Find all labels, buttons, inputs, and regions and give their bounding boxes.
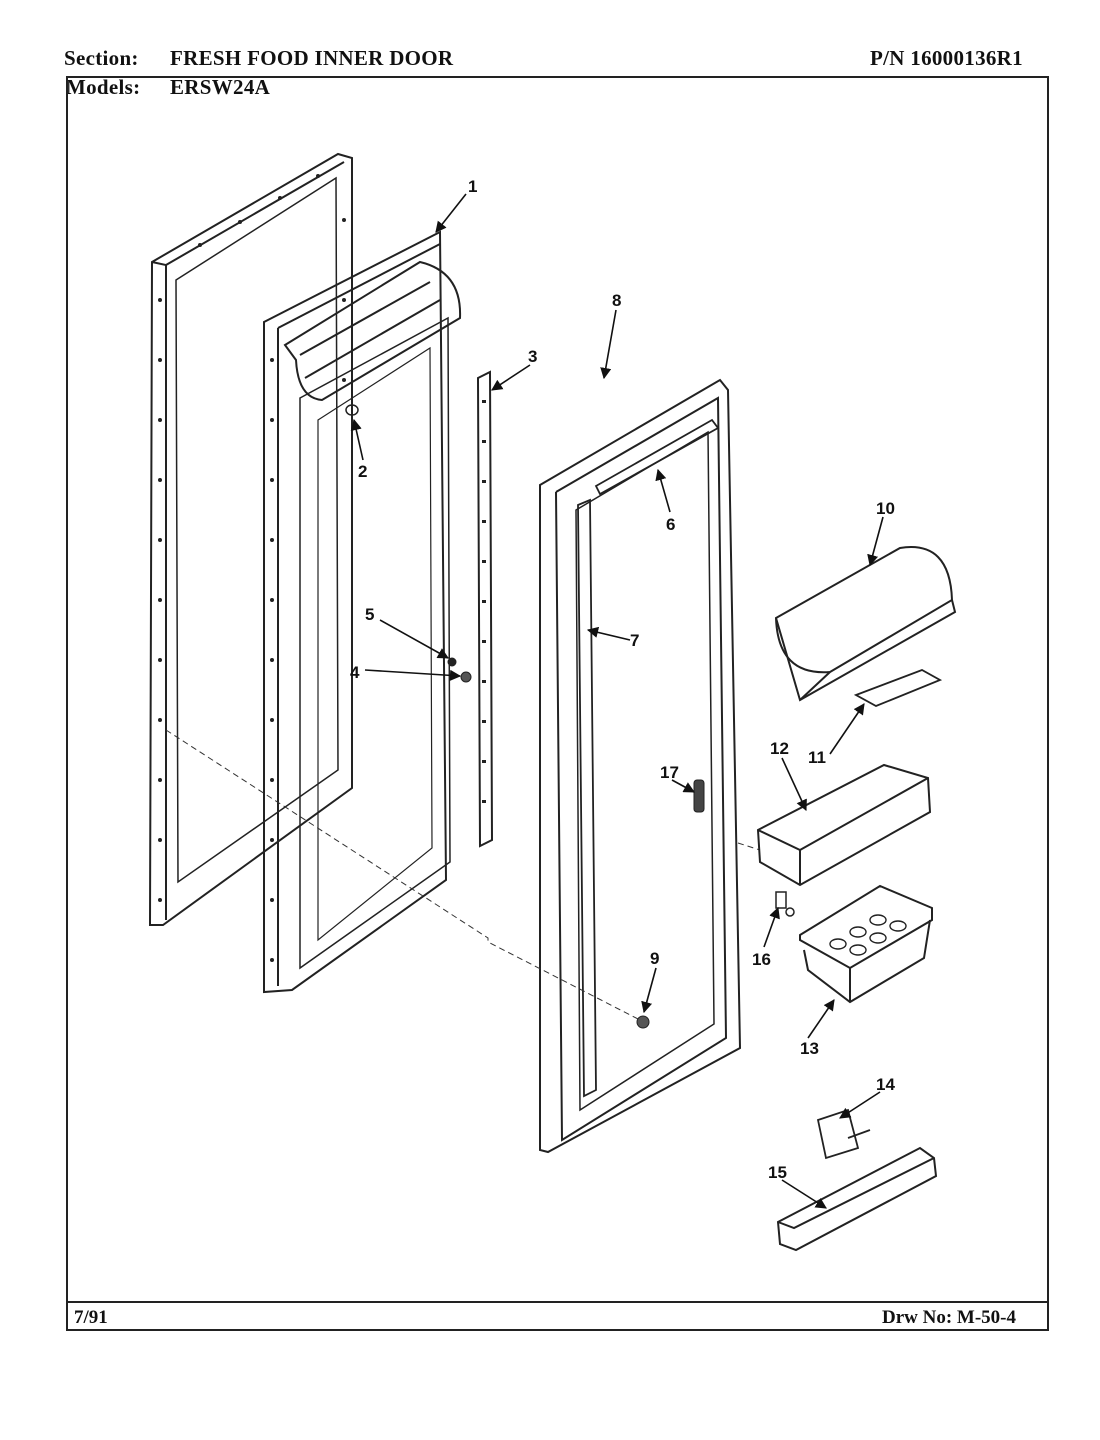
inner-door-liner [263,230,462,994]
section-label: Section: [64,46,139,70]
clip-part [693,779,705,813]
egg-bin-part [799,884,933,1004]
leader-9 [641,967,657,1014]
callout-4: 4 [350,663,360,682]
leader-4 [364,669,462,681]
callout-9: 9 [650,949,659,968]
handle-part [853,669,943,707]
leader-10 [867,516,884,567]
clip-part-16 [775,891,795,917]
leader-14 [839,1091,881,1119]
side-strip-part [577,498,597,1098]
leader-5 [379,619,449,659]
leader-15 [781,1179,827,1209]
leader-16 [763,906,780,948]
leader-6 [655,468,671,513]
callout-10: 10 [876,499,895,518]
outer-door-panel [148,152,353,926]
leader-11 [829,703,865,755]
screw-part-9 [636,1015,650,1029]
callout-12: 12 [770,739,789,758]
leader-13 [807,999,835,1039]
shelf-rail-part [776,1146,938,1252]
models-label: Models: [66,75,141,99]
callout-13: 13 [800,1039,819,1058]
callout-2: 2 [358,462,367,481]
callout-5: 5 [365,605,374,624]
section-title: FRESH FOOD INNER DOOR [170,46,454,70]
drawing-date: 7/91 [74,1307,108,1328]
models-value: ERSW24A [170,75,271,99]
drawing-frame [66,76,1049,1331]
alignment-lines [165,729,761,1021]
leader-17 [671,779,695,793]
door-bin-part [756,763,932,887]
vertical-strip-part [476,370,494,848]
callout-8: 8 [612,291,621,310]
leader-3 [491,364,531,391]
leader-8 [600,309,617,380]
callout-3: 3 [528,347,537,366]
callout-15: 15 [768,1163,787,1182]
leader-2 [350,418,364,461]
drawing-number: Drw No: M-50-4 [882,1307,1017,1328]
top-bracket-part [594,418,720,496]
retainer-part-14 [816,1108,871,1160]
dairy-cover-part [774,546,957,702]
part-number: P/N 16000136R1 [870,46,1023,70]
leader-1 [435,193,467,233]
callout-7: 7 [630,631,639,650]
footer-divider [66,1301,1049,1303]
plug-button-part [345,404,359,416]
leader-lines [350,193,884,1209]
leader-7 [586,626,631,641]
callout-16: 16 [752,950,771,969]
callout-14: 14 [876,1075,895,1094]
door-gasket [539,378,742,1154]
screw-parts [447,657,472,683]
callout-11: 11 [808,748,826,767]
callout-1: 1 [468,177,477,196]
leader-12 [781,757,807,812]
callout-labels: 1 2 3 4 5 6 7 8 9 10 11 12 13 14 15 16 1… [350,177,895,1182]
callout-17: 17 [660,763,679,782]
callout-6: 6 [666,515,675,534]
